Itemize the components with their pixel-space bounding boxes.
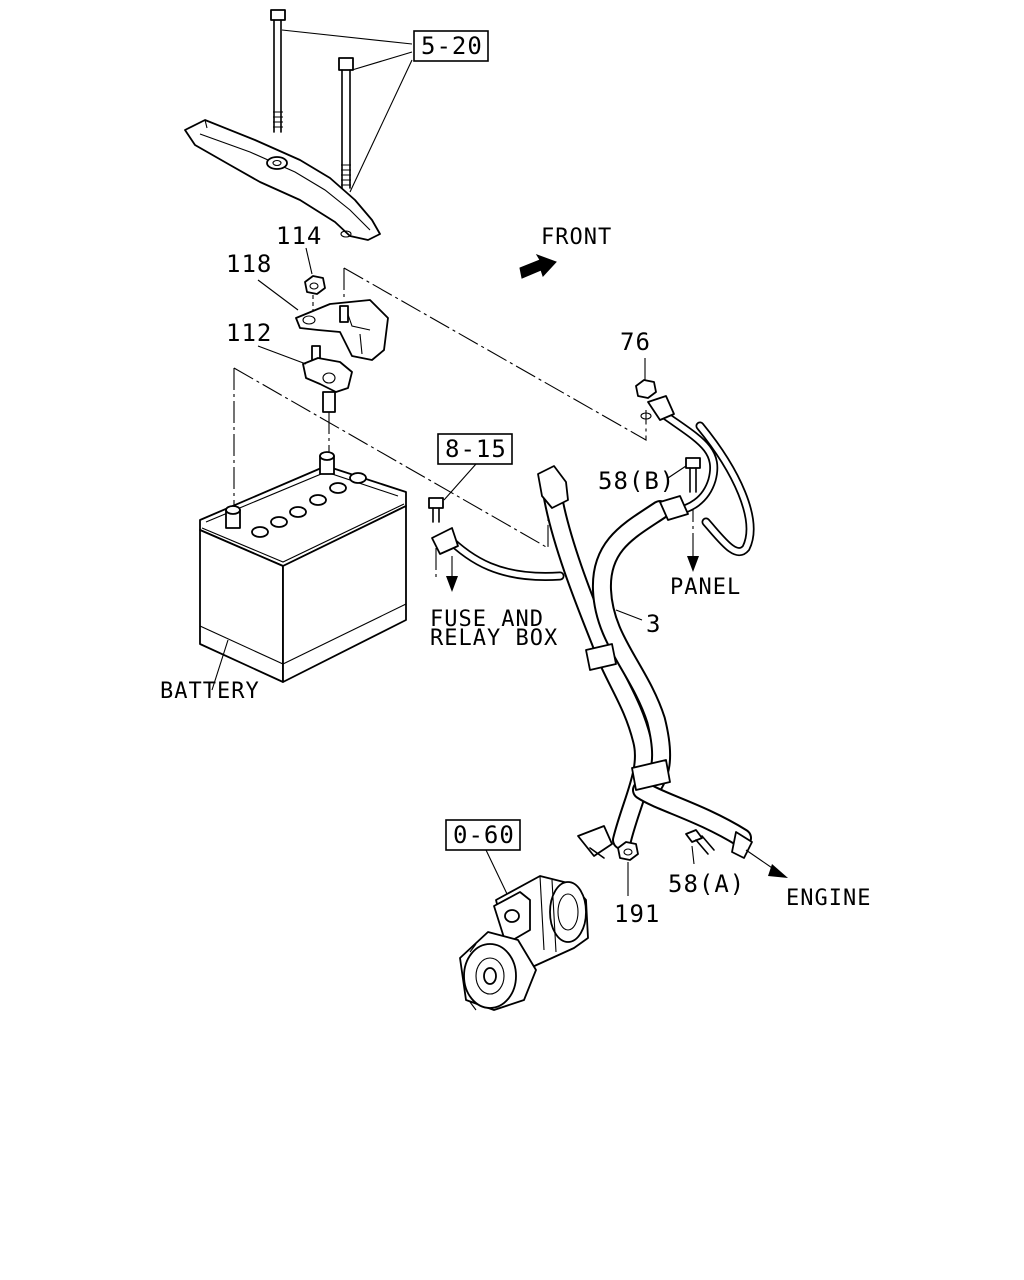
- callout-76: 76: [620, 328, 651, 356]
- ref-0-60: 0-60: [445, 819, 521, 897]
- battery: [199, 451, 407, 683]
- callout-58a: 58(A): [668, 870, 745, 898]
- fuse-box-pointer: FUSE AND RELAY BOX: [430, 556, 558, 651]
- panel-label: PANEL: [670, 575, 741, 600]
- bolt-58b: 58(B): [598, 457, 701, 495]
- battery-cable-harness: [431, 395, 755, 859]
- callout-58b: 58(B): [598, 467, 675, 495]
- ref-5-20: 5-20: [281, 29, 489, 193]
- front-indicator: FRONT: [519, 225, 612, 279]
- callout-112: 112: [226, 319, 272, 347]
- ref-8-15: 8-15: [428, 433, 513, 523]
- callout-118: 118: [226, 250, 272, 278]
- fuse-label-line2: RELAY BOX: [430, 626, 558, 651]
- engine-label: ENGINE: [786, 886, 871, 911]
- nut-191: 191: [614, 841, 660, 928]
- callout-191: 191: [614, 900, 660, 928]
- battery-label: BATTERY: [160, 679, 260, 704]
- front-label: FRONT: [541, 225, 612, 250]
- negative-terminal-112: [302, 345, 353, 413]
- nut-76: 76: [620, 328, 657, 420]
- hold-down-bolts: [270, 9, 354, 189]
- fuse-label-line1: FUSE AND: [430, 607, 544, 632]
- battery-callout: BATTERY: [160, 639, 260, 704]
- ref-8-15-label: 8-15: [445, 435, 507, 463]
- callouts-terminals: 114 118 112: [226, 222, 322, 365]
- callout-3-group: 3: [615, 609, 661, 638]
- callout-114: 114: [276, 222, 322, 250]
- engine-pointer: ENGINE: [745, 849, 871, 911]
- ref-5-20-label: 5-20: [421, 32, 483, 60]
- callout-3: 3: [646, 610, 661, 638]
- ref-0-60-label: 0-60: [453, 821, 515, 849]
- nut-114: [304, 275, 326, 295]
- positive-terminal-118: [295, 299, 389, 361]
- battery-hold-down-bracket: [184, 119, 381, 241]
- starter-motor: [459, 847, 605, 1011]
- bolt-58a: 58(A): [668, 829, 745, 898]
- panel-pointer: PANEL: [670, 536, 741, 600]
